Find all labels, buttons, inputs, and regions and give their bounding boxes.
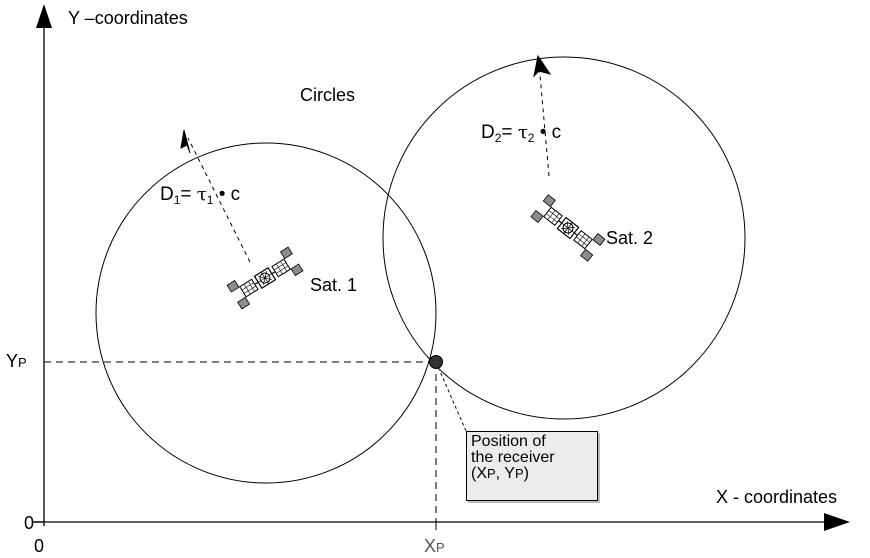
origin-y-label: 0 [24,513,35,533]
circle-sat-2 [382,56,746,420]
formula-2-d-subscript: 2 [494,131,502,145]
satellite-1-label: Sat. 1 [310,275,358,295]
x-axis-title: X - coordinates [716,487,838,507]
satellite-2-label: Sat. 2 [606,228,654,248]
satellite-2-icon [530,194,606,262]
x-axis-arrowhead [824,513,850,531]
formula-2-tau: τ [517,122,528,143]
callout-sub-2: P [514,466,524,481]
callout-line-2: the receiver [471,449,555,466]
origin-x-label: 0 [34,536,45,556]
y-axis-arrowhead [36,4,52,28]
callout-close: ) [523,465,529,482]
yp-label: YP [6,351,27,373]
radius-arrow-sat-2 [538,63,550,177]
formula-2-equals: = [501,122,513,143]
circles-label: Circles [300,85,356,105]
receiver-callout-box: Position of the receiver (XP, YP) [466,431,598,501]
formula-2-times-c: • c [539,122,562,143]
distance-formula-sat-2: D2= τ2 • c [481,122,561,149]
formula-1-d: D [160,184,174,205]
radius-arrow-sat-1 [187,137,251,263]
radius-arrowhead-sat-2 [533,54,552,78]
callout-open: (X [471,465,487,482]
xp-letter: X [424,536,437,556]
formula-2-d: D [481,122,495,143]
callout-line-1: Position of [471,433,546,450]
formula-1-times-c: • c [218,184,241,205]
satellite-1-icon [226,246,304,310]
formula-1-tau: τ [196,184,207,205]
distance-formula-sat-1: D1= τ1 • c [160,184,240,211]
formula-2-tau-subscript: 2 [527,131,535,145]
yp-subscript: P [18,355,27,370]
xp-subscript: P [436,540,445,555]
circle-sat-1 [95,142,437,484]
callout-mid: , Y [495,465,515,482]
yp-letter: Y [6,351,19,371]
xp-label: XP [424,536,445,558]
callout-sub-1: P [487,466,496,481]
callout-line-3: (XP, YP) [471,466,593,482]
y-axis-title: Y –coordinates [68,8,188,28]
receiver-position-dot [429,355,443,369]
radius-arrowhead-sat-1 [180,129,191,154]
formula-1-tau-subscript: 1 [206,193,214,207]
formula-1-d-subscript: 1 [173,193,181,207]
formula-1-equals: = [180,184,192,205]
callout-leader [435,361,467,432]
